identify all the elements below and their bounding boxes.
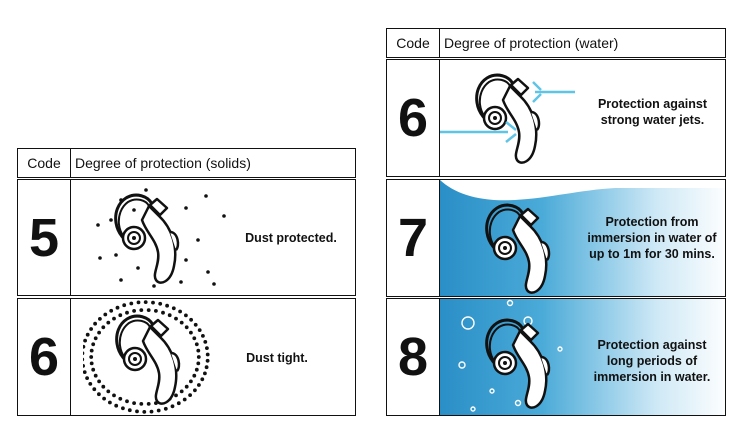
water-code-6: 6 <box>387 60 440 176</box>
immersion-1m-icon <box>440 180 725 296</box>
solids-desc-6: Dust tight. <box>246 351 308 365</box>
water-code-8: 8 <box>387 299 440 415</box>
water-desc-6: Protection against strong water jets. <box>597 97 708 127</box>
solids-row-5: 5 Dust protected. <box>17 179 356 296</box>
water-desc-8: Protection against long periods of immer… <box>593 338 711 384</box>
dust-tight-icon <box>83 300 210 414</box>
water-row-6: 6 Protection against strong water jets. <box>386 59 726 177</box>
solids-desc-5: Dust protected. <box>245 231 337 245</box>
dust-protected-icon <box>96 188 226 288</box>
water-degree-header: Degree of protection (water) <box>444 35 619 51</box>
long-immersion-icon <box>440 299 725 415</box>
solids-degree-header: Degree of protection (solids) <box>75 155 251 171</box>
water-desc-7: Protection from immersion in water of up… <box>587 215 717 261</box>
solids-code-6: 6 <box>18 299 71 415</box>
water-code-header: Code <box>387 29 440 57</box>
water-code-7: 7 <box>387 180 440 296</box>
solids-row-6: 6 Dust tight. <box>17 298 356 416</box>
water-row-7: 7 Protection from immersion in water of … <box>386 179 726 297</box>
solids-header: Code Degree of protection (solids) <box>17 148 356 178</box>
water-jets-icon <box>440 73 575 165</box>
water-row-8: 8 Protection against long periods of imm… <box>386 298 726 416</box>
solids-code-5: 5 <box>18 180 71 295</box>
water-header: Code Degree of protection (water) <box>386 28 726 58</box>
solids-code-header: Code <box>18 149 71 177</box>
